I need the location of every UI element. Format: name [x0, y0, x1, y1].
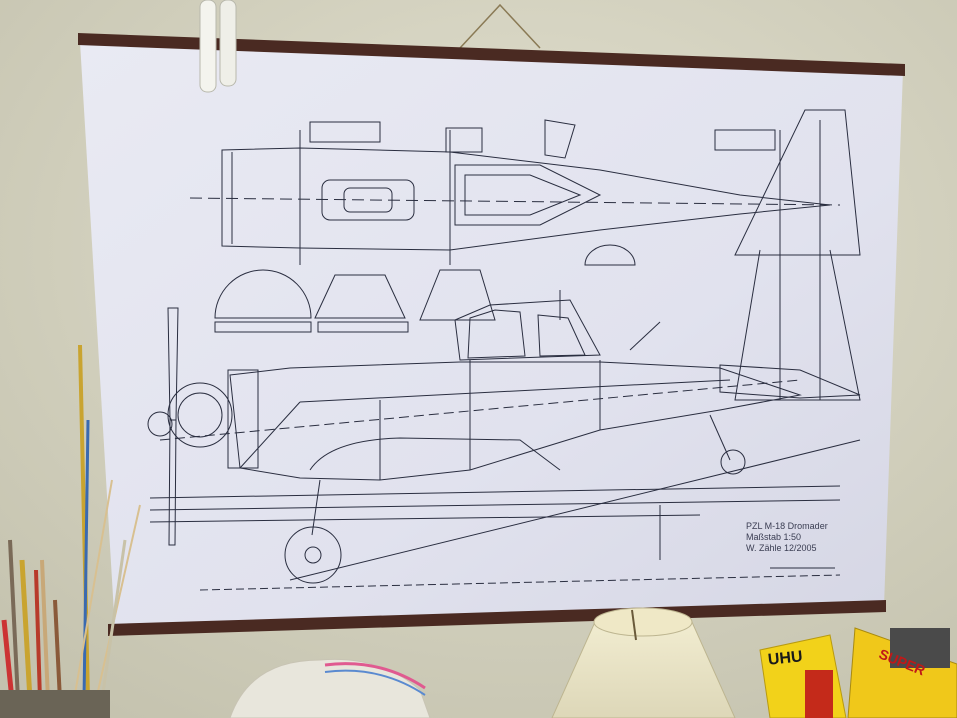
- caption-title: PZL M-18 Dromader: [746, 521, 828, 531]
- glue-tube: [759, 634, 847, 718]
- bag-zipper: [324, 662, 426, 690]
- stapler: [890, 628, 950, 668]
- lamp-shade: [551, 607, 736, 718]
- bag-zipper-2: [324, 669, 426, 696]
- caption-scale: Maßstab 1:50: [746, 532, 802, 542]
- blueprint-drawing: [147, 109, 861, 591]
- cross-sections: [214, 269, 496, 333]
- tail-fin: [714, 109, 861, 401]
- blueprint-caption: PZL M-18 Dromader Maßstab 1:50 W. Zähle …: [746, 521, 866, 554]
- glue-tube-label: UHU: [767, 648, 804, 669]
- side-view: [147, 290, 861, 591]
- fluorescent-tube: [199, 0, 237, 93]
- caption-author: W. Zähle 12/2005: [746, 543, 817, 553]
- superglue-box: [847, 627, 957, 718]
- hanging-string: [459, 3, 541, 49]
- poster-sheet: [80, 42, 903, 630]
- brushes-cup: [0, 344, 141, 718]
- poster-top-rod: [78, 33, 905, 76]
- poster-bottom-rod: [108, 600, 886, 636]
- top-view: [189, 119, 841, 266]
